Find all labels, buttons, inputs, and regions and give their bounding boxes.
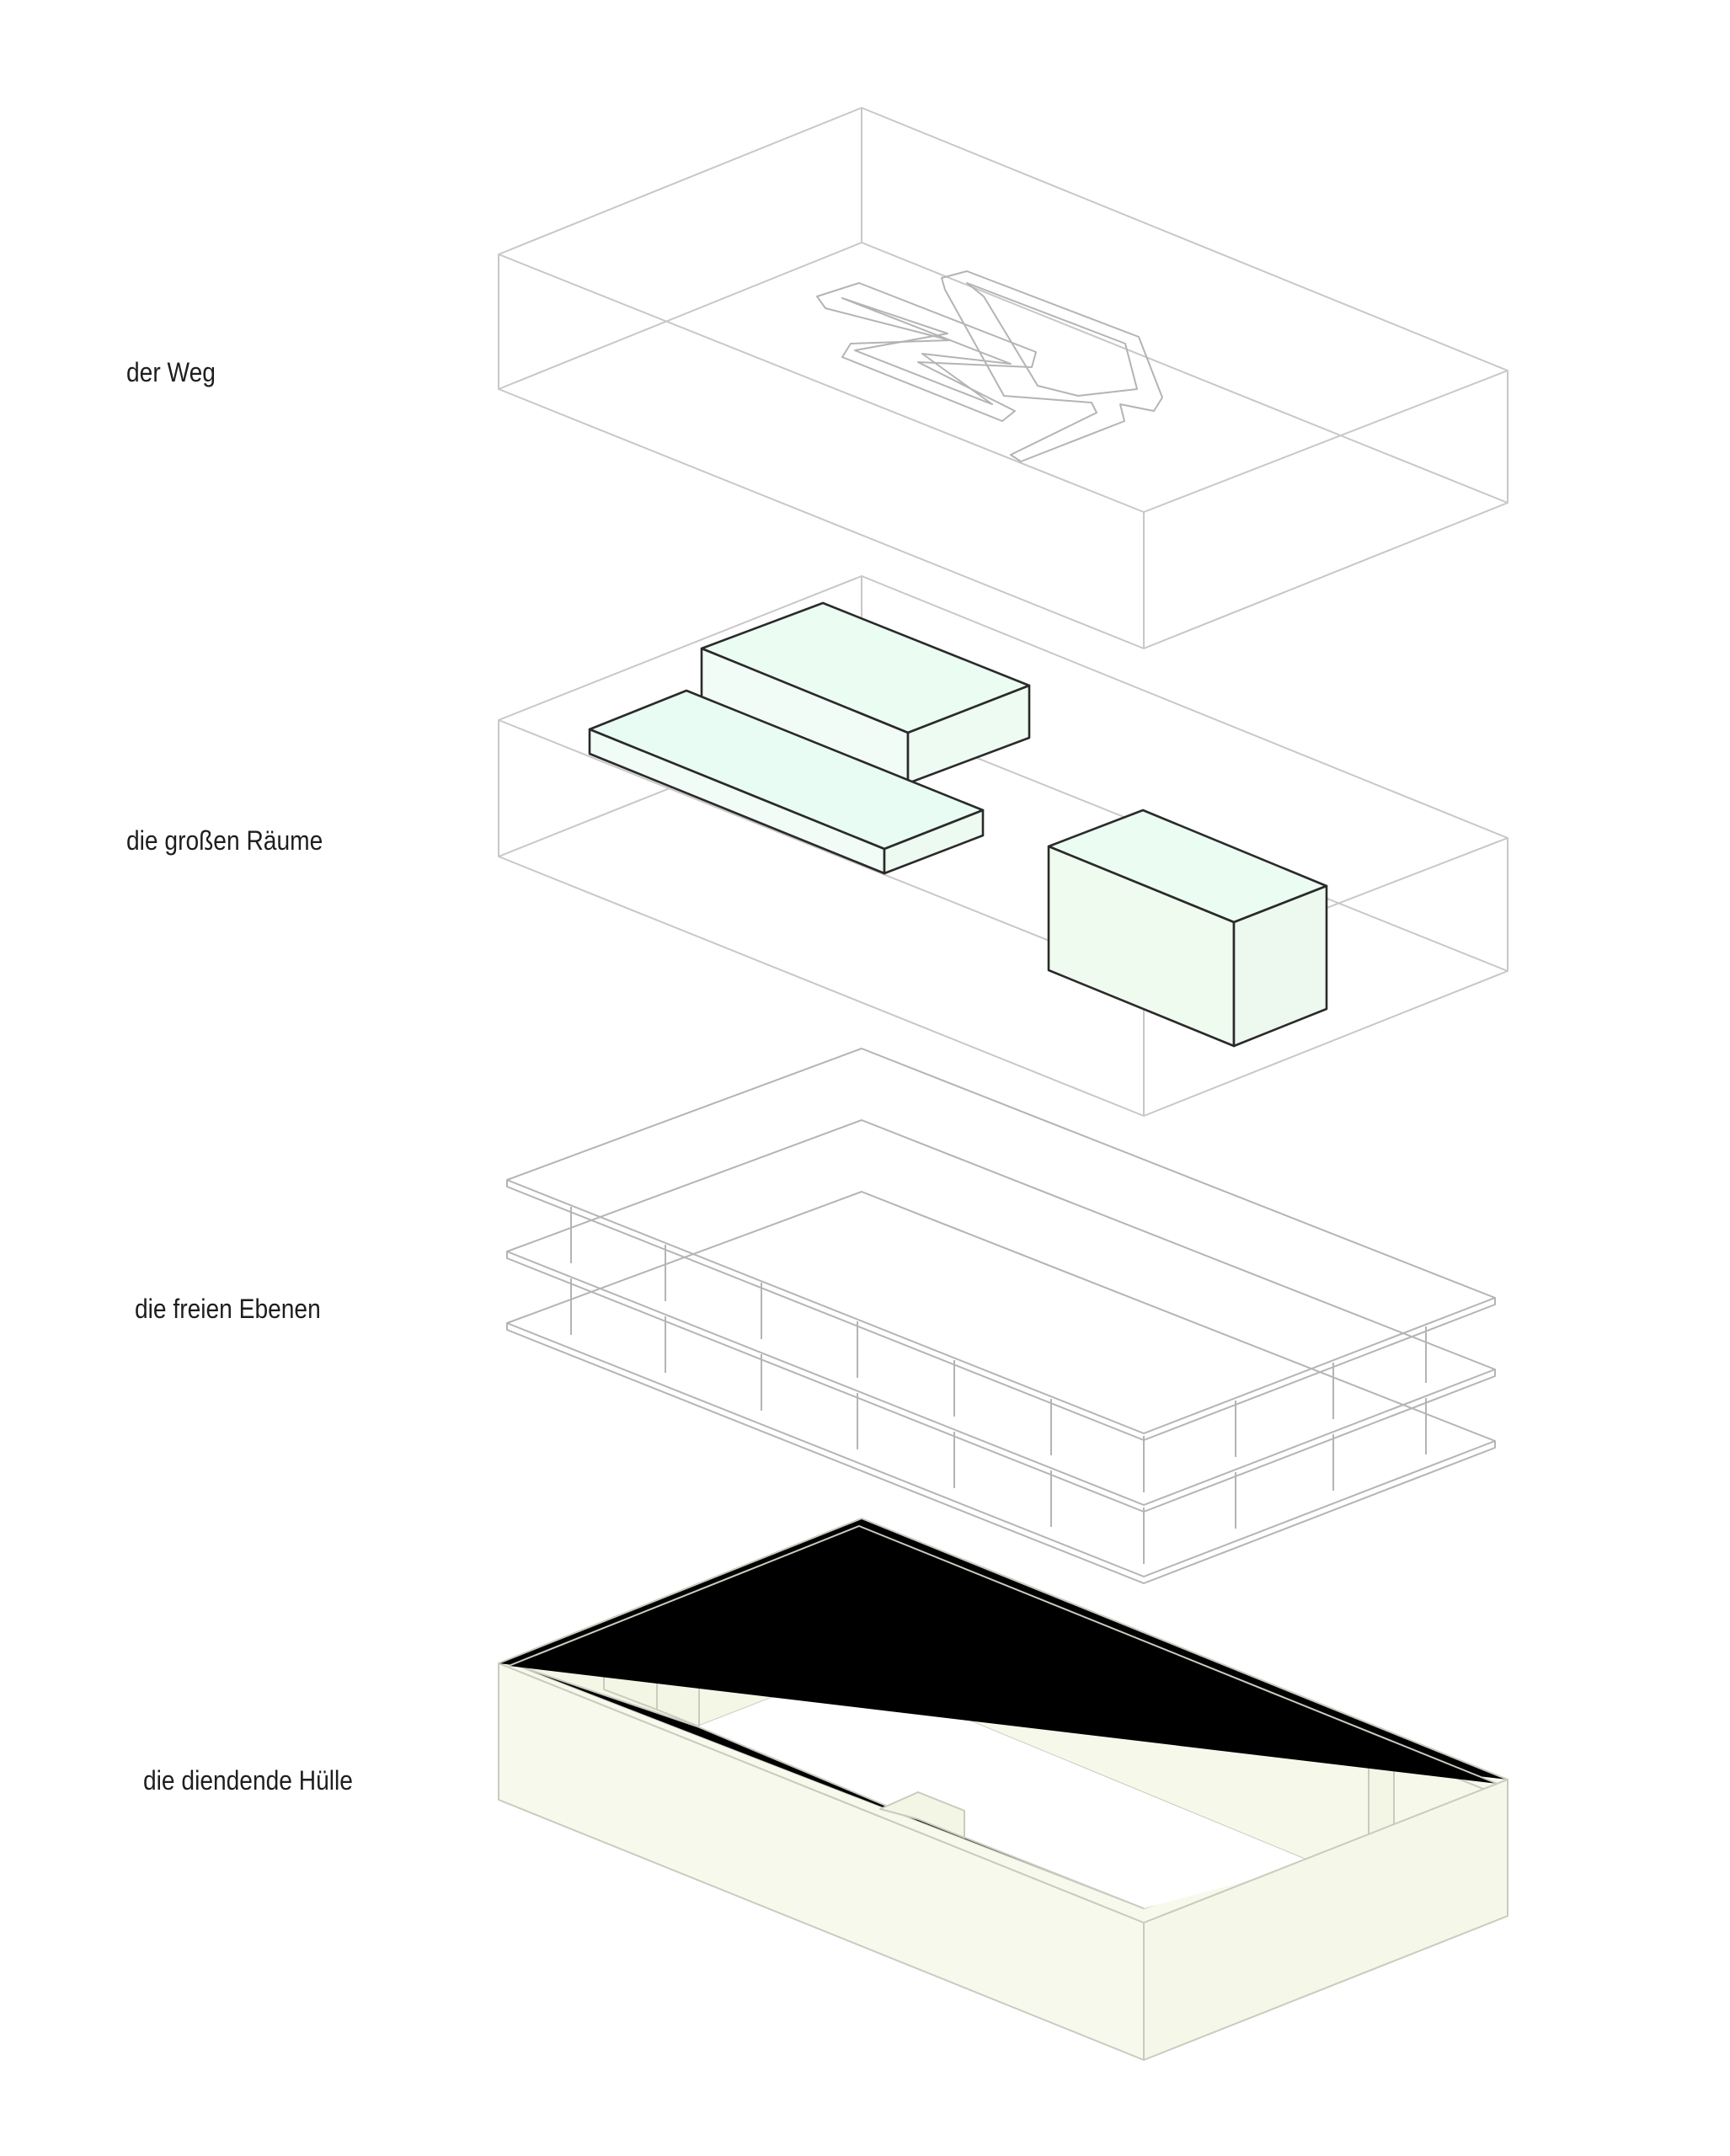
room-volume-cube: [1047, 808, 1328, 1048]
levels-layer: [506, 1048, 1496, 1584]
shell-layer: [498, 1518, 1508, 2061]
rooms-layer-box: [498, 575, 1508, 1117]
columns-upper: [570, 1207, 1427, 1492]
path-ribbon: [816, 270, 1163, 462]
layer-label-rooms: die großen Räume: [126, 825, 323, 856]
layer-label-path: der Weg: [126, 357, 216, 387]
room-volume-slab: [588, 689, 985, 875]
layer-label-shell: die diendende Hülle: [143, 1765, 353, 1796]
path-layer-box: [498, 107, 1508, 649]
room-volume-rear: [700, 601, 1031, 785]
columns-lower: [570, 1278, 1427, 1564]
layer-label-levels: die freien Ebenen: [135, 1294, 321, 1324]
